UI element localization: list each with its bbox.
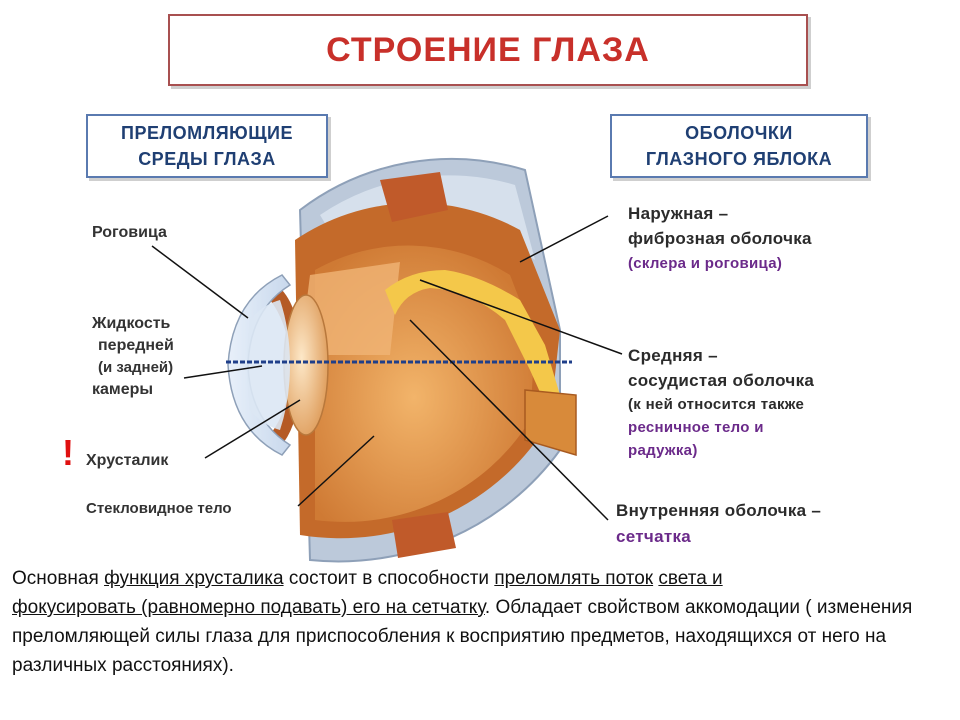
pointer-cornea [151,245,249,319]
pointer-inner [409,319,609,521]
desc-light: света и [658,568,723,589]
warning-mark: ! [62,432,74,473]
label-fluid-3: (и задней) [98,359,174,376]
label-cornea: Роговица [92,224,167,241]
refractive-media-line1: ПРЕЛОМЛЯЮЩИЕ [121,123,293,143]
eye-membranes-box: ОБОЛОЧКИ ГЛАЗНОГО ЯБЛОКА [610,114,868,178]
eye-membranes-line2: ГЛАЗНОГО ЯБЛОКА [645,149,833,169]
label-fluid-1: Жидкость [92,315,171,332]
upper-muscle [380,172,448,222]
pointer-lens [204,399,301,459]
desc-part-1: Основная [12,568,105,589]
optic-nerve [524,389,577,457]
label-vitreous: Стекловидное тело [86,500,232,517]
pointer-middle [419,279,623,355]
label-outer-3: (склера и роговица) [628,255,783,272]
desc-focus: фокусировать (равномерно подавать) его н… [12,597,485,618]
desc-refract-flow: преломлять поток [494,568,654,589]
refractive-media-line2: СРЕДЫ ГЛАЗА [138,149,276,169]
label-middle-1: Средняя – [628,346,718,365]
label-middle-5: радужка) [628,442,698,459]
lower-muscle [392,512,456,558]
refractive-media-box: ПРЕЛОМЛЯЮЩИЕ СРЕДЫ ГЛАЗА [86,114,328,178]
label-inner-1: Внутренняя оболочка – [616,501,822,520]
pointer-outer [519,215,609,263]
label-middle-4: ресничное тело и [628,419,764,436]
label-outer-1: Наружная – [628,204,729,223]
lens-shape [283,294,329,436]
description-paragraph: Основная функция хрусталика состоит в сп… [12,564,942,680]
desc-part-8: . Обладает свойством аккомодации ( измен… [12,597,913,676]
label-middle-2: сосудистая оболочка [628,371,815,390]
page-title: СТРОЕНИЕ ГЛАЗА [326,30,650,69]
desc-part-3: состоит в способности [283,568,495,589]
label-outer-2: фиброзная оболочка [628,229,812,248]
label-middle-3: (к ней относится также [628,396,805,413]
label-inner-2: сетчатка [616,527,692,546]
desc-lens-function: функция хрусталика [104,568,284,589]
pointer-fluid [183,365,263,379]
pointer-vitreous [297,435,375,507]
label-fluid-4: камеры [92,381,154,398]
label-lens: Хрусталик [86,452,169,469]
label-fluid-2: передней [98,337,174,354]
title-box: СТРОЕНИЕ ГЛАЗА [168,14,808,86]
eye-membranes-line1: ОБОЛОЧКИ [685,123,793,143]
anterior-chamber [247,300,290,430]
